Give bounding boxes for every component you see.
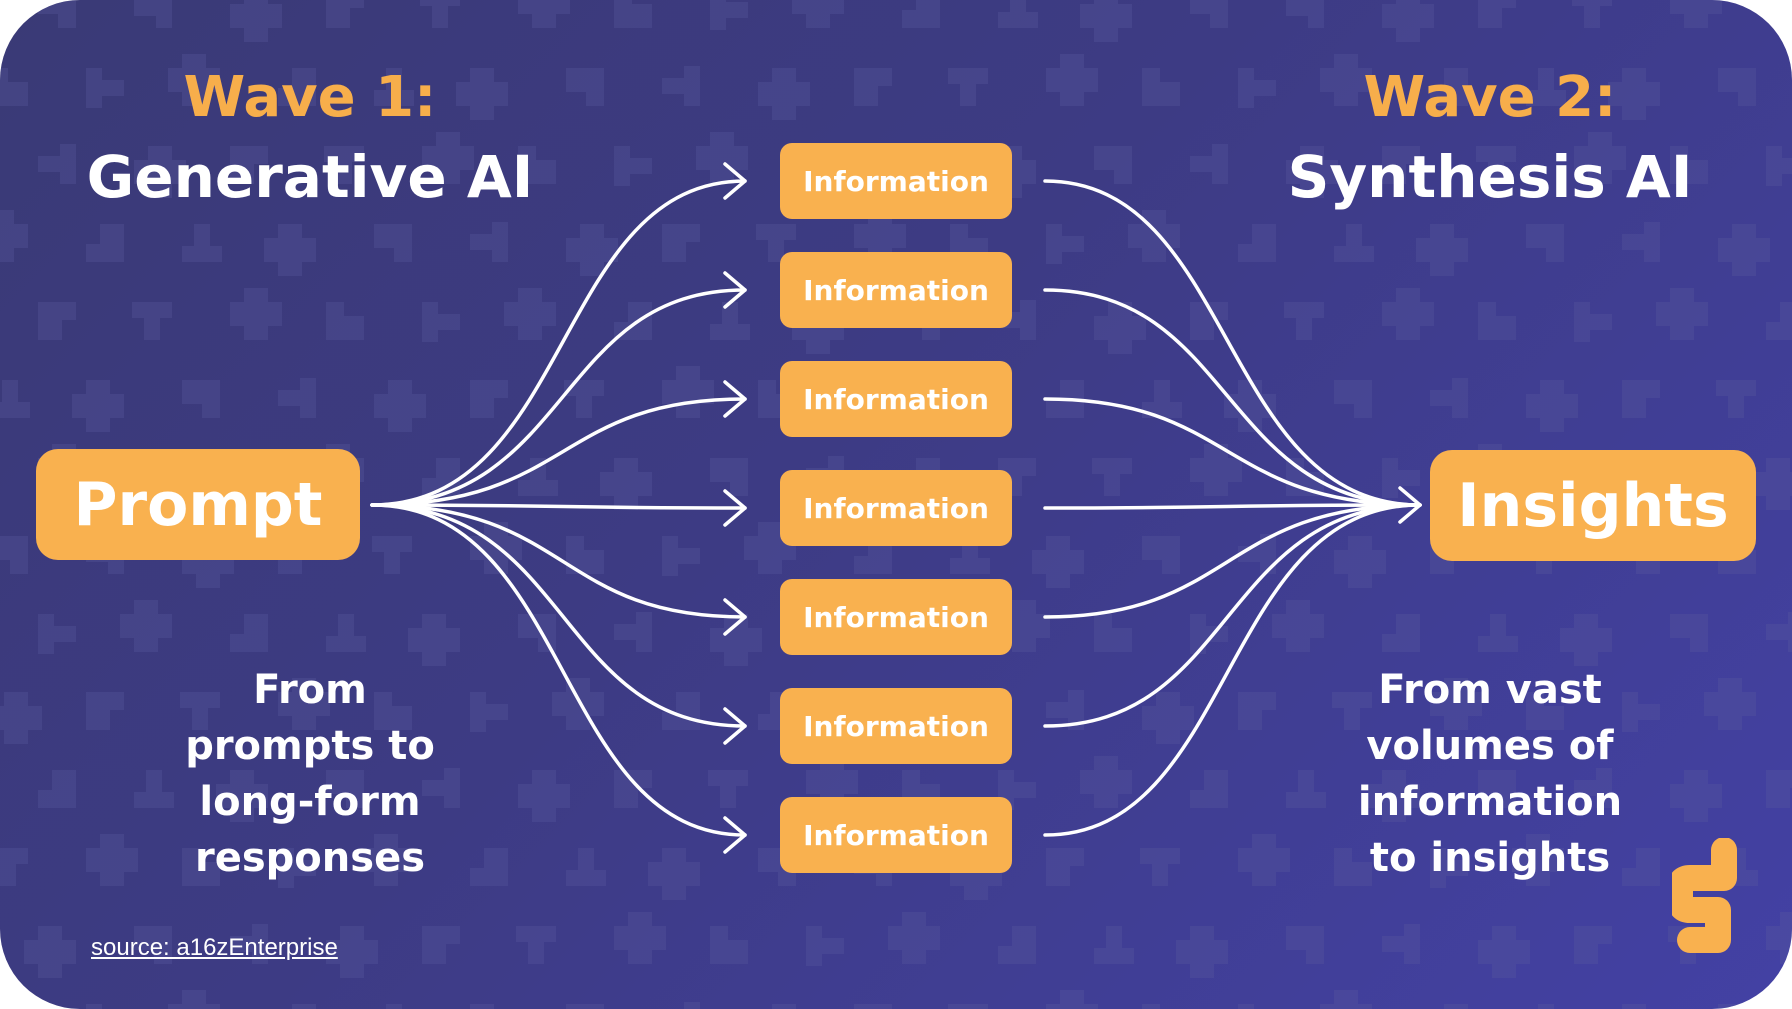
- flow-arrow: [1043, 503, 1422, 619]
- information-node: Information: [780, 470, 1012, 546]
- wave1-title: Generative AI: [86, 143, 534, 211]
- wave2-description-line: volumes of: [1366, 723, 1614, 769]
- insights-node: Insights: [1430, 450, 1756, 561]
- wave2-description-line: From vast: [1378, 667, 1602, 713]
- wave2-description: From vast volumes of information to insi…: [1290, 662, 1690, 886]
- arrow-head-icon: [723, 816, 747, 854]
- wave2-title: Synthesis AI: [1287, 143, 1693, 211]
- wave1-description: From prompts to long-form responses: [110, 662, 510, 886]
- wave2-description-line: information: [1357, 779, 1623, 825]
- source-link[interactable]: source: a16zEnterprise: [91, 934, 338, 961]
- information-node: Information: [780, 797, 1012, 873]
- arrow-head-icon: [723, 380, 747, 418]
- wave1-description-line: prompts to: [185, 723, 435, 769]
- flow-arrow: [370, 503, 747, 619]
- information-node: Information: [780, 143, 1012, 219]
- wave2-description-line: to insights: [1369, 835, 1611, 881]
- information-node: Information: [780, 579, 1012, 655]
- wave1-description-line: From: [253, 667, 367, 713]
- flow-arrow: [1043, 503, 1422, 728]
- arrow-head-icon: [723, 162, 747, 200]
- arrow-head-icon: [723, 489, 747, 527]
- flow-arrow: [1043, 288, 1422, 507]
- flow-arrow: [370, 288, 747, 507]
- flow-arrow: [1043, 503, 1422, 837]
- arrow-head-icon: [723, 707, 747, 745]
- information-node: Information: [780, 361, 1012, 437]
- wave1-description-line: responses: [195, 835, 425, 881]
- wave1-label: Wave 1:: [183, 65, 437, 130]
- flow-arrow: [370, 503, 747, 728]
- flow-arrow: [1043, 179, 1422, 507]
- s-logo-icon: [1672, 838, 1737, 953]
- prompt-node: Prompt: [36, 449, 360, 560]
- flow-arrow: [370, 397, 747, 507]
- flow-arrow: [1043, 503, 1422, 510]
- arrow-head-icon: [723, 598, 747, 636]
- flow-arrow: [1043, 397, 1422, 507]
- wave1-description-line: long-form: [199, 779, 421, 825]
- flow-arrow: [370, 503, 747, 837]
- arrow-head-icon: [723, 271, 747, 309]
- information-node: Information: [780, 252, 1012, 328]
- information-node: Information: [780, 688, 1012, 764]
- wave2-label: Wave 2:: [1363, 65, 1617, 130]
- arrow-head-icon: [1398, 486, 1422, 524]
- flow-arrow: [370, 503, 747, 510]
- flow-arrow: [370, 179, 747, 507]
